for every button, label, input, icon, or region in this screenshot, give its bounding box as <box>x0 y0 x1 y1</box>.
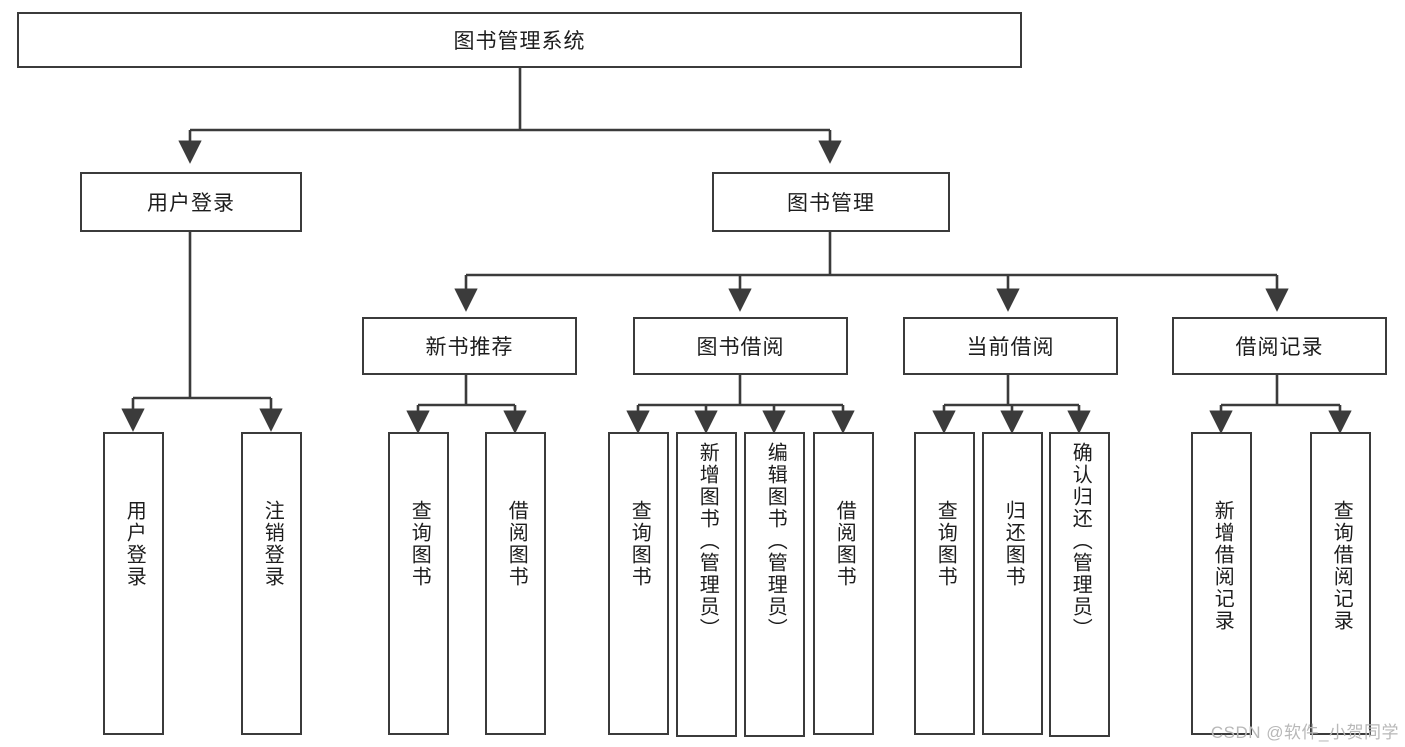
node-leaf-add-book[interactable]: 新增图书（管理员） <box>676 432 737 737</box>
node-leaf-query-book-3-label: 查询图书 <box>934 500 957 588</box>
node-leaf-borrow-book-2-label: 借阅图书 <box>833 500 856 588</box>
node-leaf-logout-login[interactable]: 注销登录 <box>241 432 302 735</box>
node-leaf-user-login-label: 用户登录 <box>123 500 146 588</box>
node-leaf-user-login[interactable]: 用户登录 <box>103 432 164 735</box>
watermark-text: CSDN @软件_小贺同学 <box>1210 723 1399 742</box>
node-root[interactable]: 图书管理系统 <box>17 12 1022 68</box>
node-leaf-query-book-1-label: 查询图书 <box>408 500 431 588</box>
node-leaf-edit-book[interactable]: 编辑图书（管理员） <box>744 432 805 737</box>
node-leaf-borrow-book-1[interactable]: 借阅图书 <box>485 432 546 735</box>
node-current-borrow-label: 当前借阅 <box>966 336 1055 359</box>
node-book-manage-label: 图书管理 <box>787 192 875 215</box>
node-leaf-return-book[interactable]: 归还图书 <box>982 432 1043 735</box>
node-leaf-query-book-2[interactable]: 查询图书 <box>608 432 669 735</box>
node-leaf-query-book-2-label: 查询图书 <box>628 500 651 588</box>
node-borrow-record-label: 借阅记录 <box>1235 336 1324 359</box>
node-leaf-query-book-1[interactable]: 查询图书 <box>388 432 449 735</box>
node-leaf-edit-book-label: 编辑图书（管理员） <box>764 442 787 640</box>
node-leaf-query-record-label: 查询借阅记录 <box>1330 500 1353 632</box>
node-leaf-borrow-book-2[interactable]: 借阅图书 <box>813 432 874 735</box>
node-leaf-query-record[interactable]: 查询借阅记录 <box>1310 432 1371 735</box>
node-leaf-add-record[interactable]: 新增借阅记录 <box>1191 432 1252 735</box>
node-leaf-borrow-book-1-label: 借阅图书 <box>505 500 528 588</box>
node-leaf-confirm-return-label: 确认归还（管理员） <box>1069 442 1092 640</box>
node-book-manage[interactable]: 图书管理 <box>712 172 950 232</box>
node-user-login[interactable]: 用户登录 <box>80 172 302 232</box>
node-leaf-confirm-return[interactable]: 确认归还（管理员） <box>1049 432 1110 737</box>
node-root-label: 图书管理系统 <box>453 30 586 53</box>
node-new-book-recommend[interactable]: 新书推荐 <box>362 317 577 375</box>
node-book-borrow-label: 图书借阅 <box>696 336 785 359</box>
node-new-book-recommend-label: 新书推荐 <box>425 336 514 359</box>
node-leaf-add-record-label: 新增借阅记录 <box>1211 500 1234 632</box>
node-user-login-label: 用户登录 <box>147 192 235 215</box>
node-leaf-logout-login-label: 注销登录 <box>261 500 284 588</box>
node-current-borrow[interactable]: 当前借阅 <box>903 317 1118 375</box>
node-borrow-record[interactable]: 借阅记录 <box>1172 317 1387 375</box>
node-book-borrow[interactable]: 图书借阅 <box>633 317 848 375</box>
node-leaf-query-book-3[interactable]: 查询图书 <box>914 432 975 735</box>
node-leaf-add-book-label: 新增图书（管理员） <box>696 442 719 640</box>
node-leaf-return-book-label: 归还图书 <box>1002 500 1025 588</box>
